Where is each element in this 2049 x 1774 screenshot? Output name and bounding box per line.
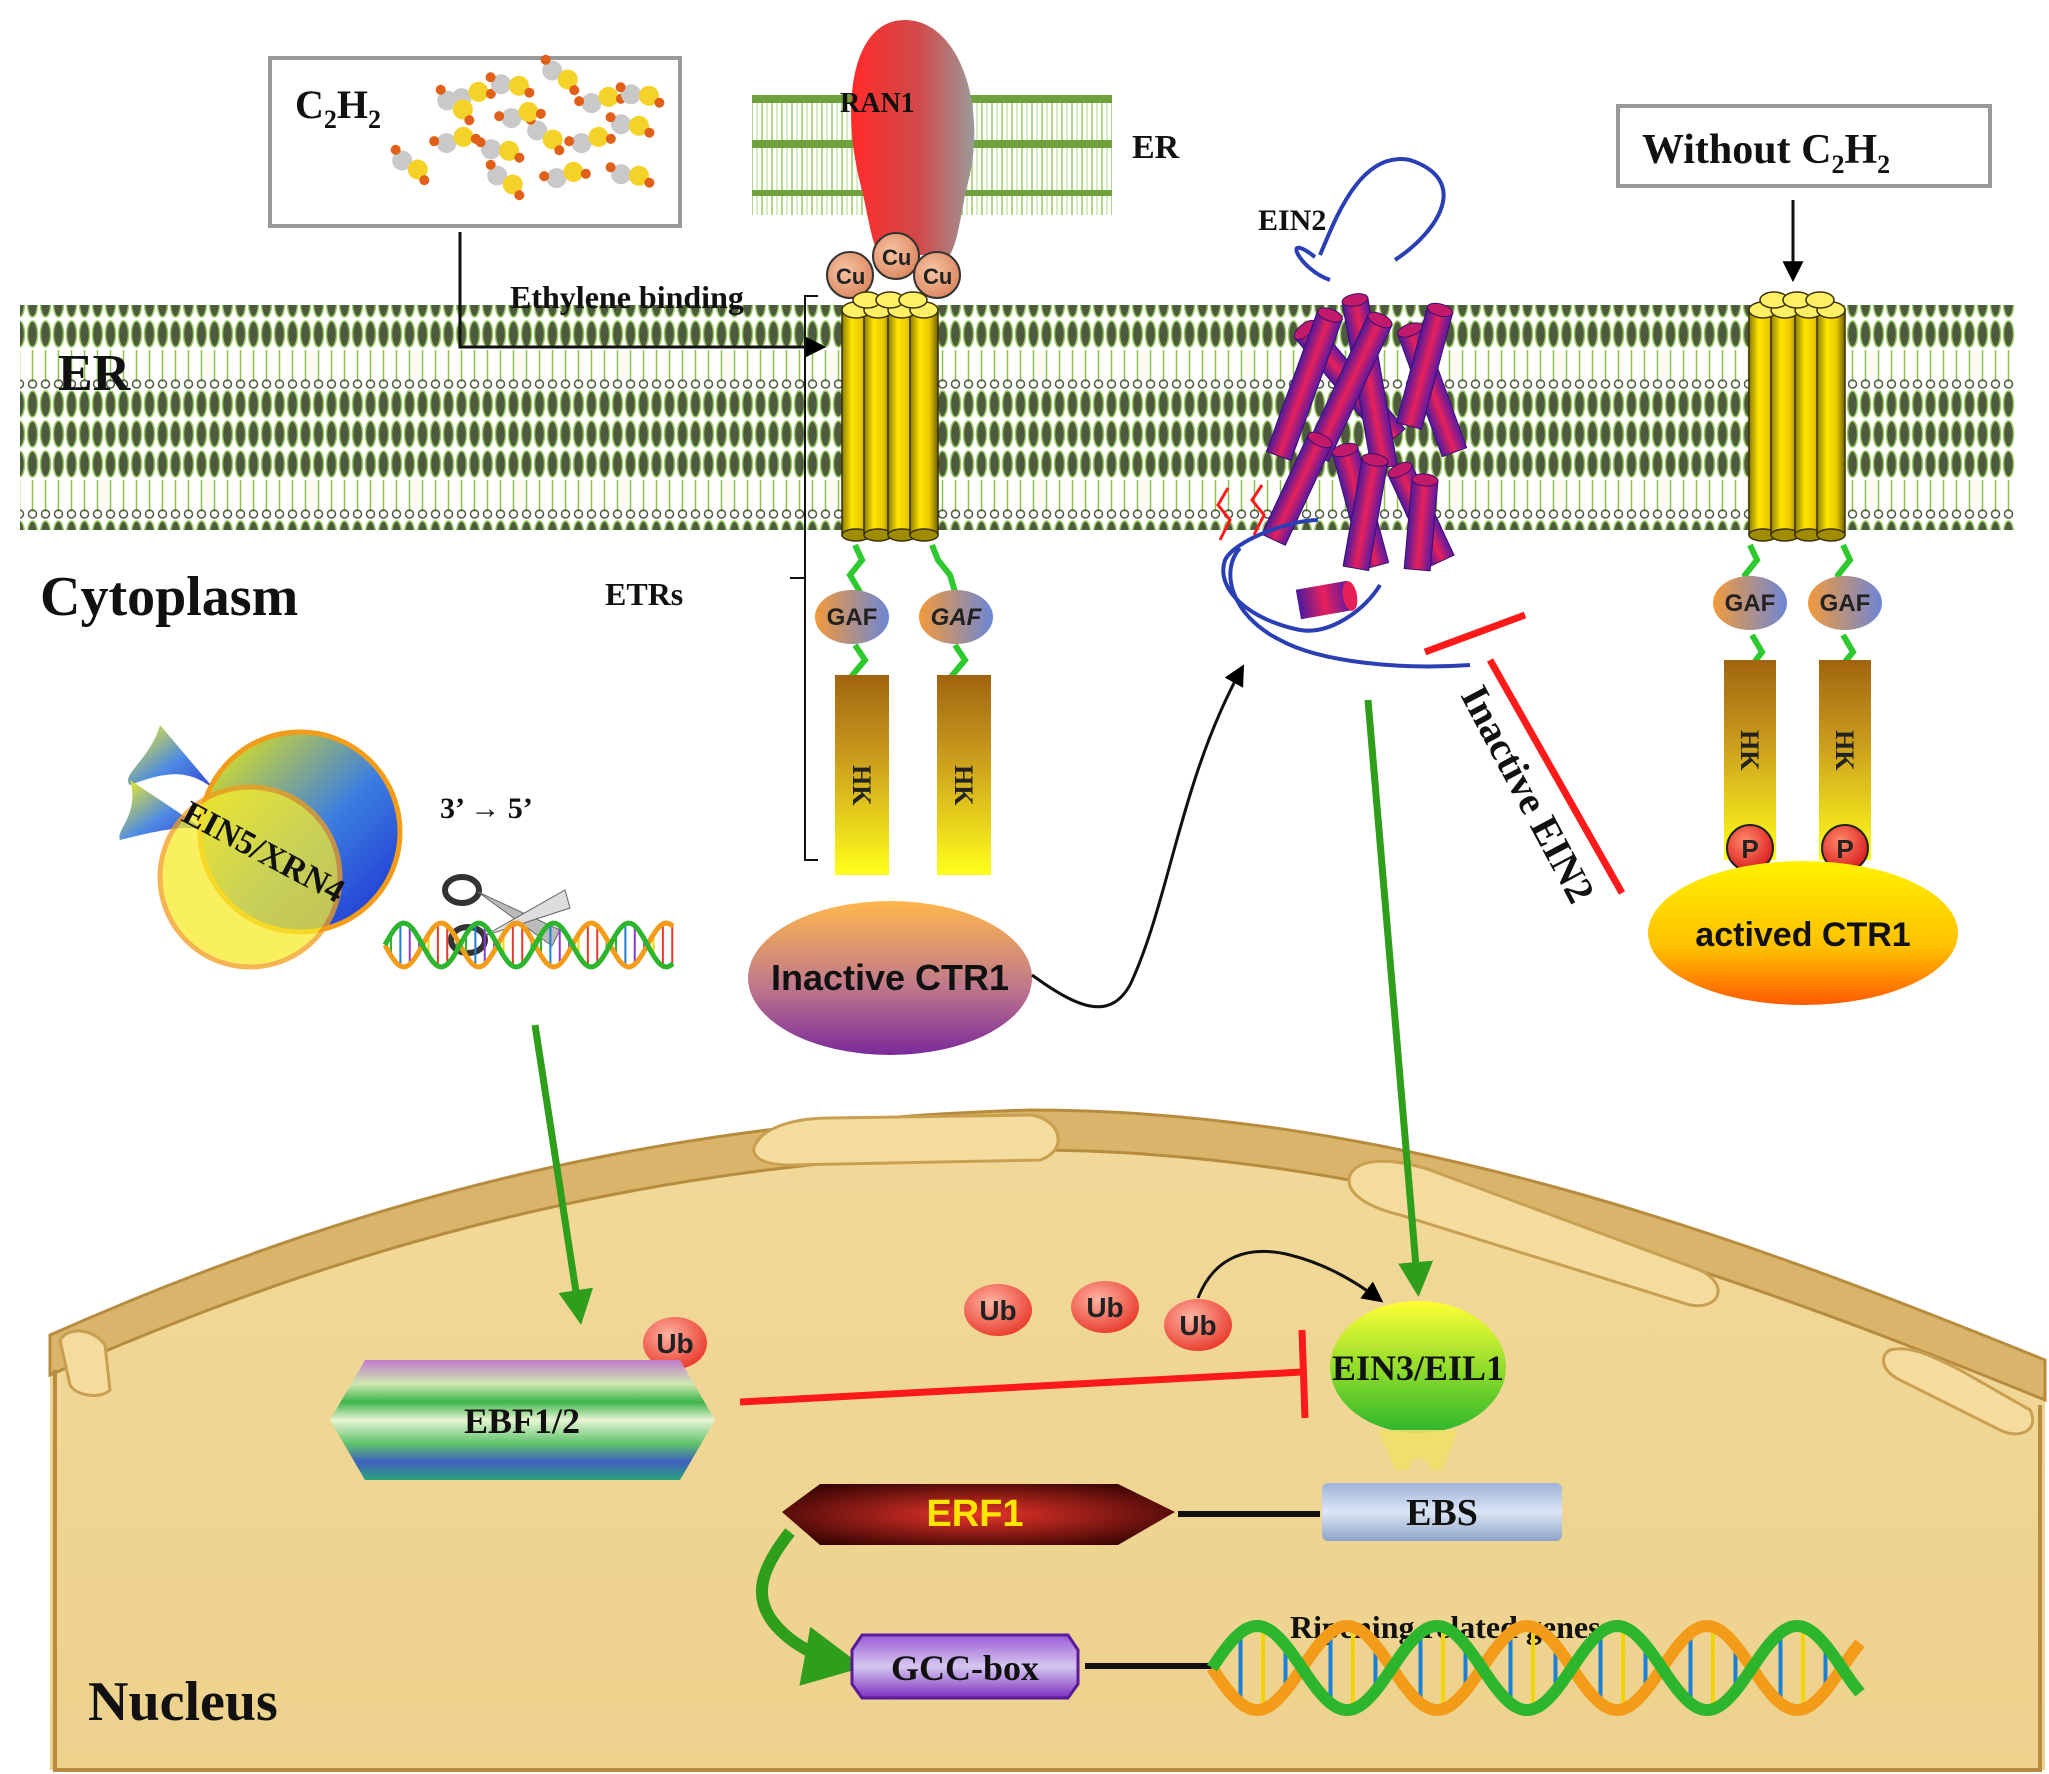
- actived-ctr1-label: actived CTR1: [1695, 916, 1910, 954]
- ubiquitin-label: Ub: [656, 1328, 693, 1359]
- cu-ions: Cu Cu Cu: [826, 232, 961, 299]
- gaf-label: GAF: [827, 604, 878, 631]
- ein2-protein: [1221, 157, 1471, 669]
- er-main-label: ER: [58, 345, 132, 402]
- ubiquitin-label: Ub: [1086, 1292, 1123, 1323]
- ein3-eil1: [1330, 1301, 1506, 1433]
- acetylene-molecule: [574, 86, 626, 114]
- acetylene-molecule: [390, 144, 430, 186]
- er-top-label: ER: [1132, 129, 1180, 166]
- hk-domain: [835, 675, 889, 875]
- c2h2-box: C2H2: [268, 54, 682, 228]
- gaf-label: GAF: [931, 604, 983, 631]
- ran1-protein: [851, 20, 975, 255]
- ein5-xrn4: [119, 725, 403, 970]
- erf1-label: ERF1: [926, 1493, 1023, 1535]
- gaf-domain: [815, 590, 889, 644]
- ebf-label: EBF1/2: [464, 1401, 580, 1441]
- gaf-domain: [919, 590, 993, 644]
- without-c2h2-label: Without C2H2: [1642, 127, 1890, 179]
- erf1: [782, 1484, 1175, 1545]
- ebf-inhibits-ein3: [739, 1329, 1309, 1419]
- inactive-ctr1-label: Inactive CTR1: [771, 957, 1009, 998]
- direction-label: 3’ → 5’: [440, 792, 533, 825]
- hk-label: HK: [1830, 730, 1859, 771]
- cytoplasm-label: Cytoplasm: [40, 566, 298, 628]
- phosphate-groups: P P: [1726, 824, 1869, 872]
- ubiquitin: [643, 1317, 707, 1369]
- ebf1-2: [330, 1360, 715, 1480]
- cu-ion: [872, 232, 920, 280]
- hk-domain: [937, 675, 991, 875]
- ubiquitin: [1164, 1299, 1232, 1351]
- ebs: [1322, 1483, 1562, 1541]
- cu-label: Cu: [836, 264, 865, 289]
- gaf-domains: GAF GAF GAF GAF: [815, 576, 1882, 644]
- acetylene-molecules: [390, 54, 665, 201]
- acetylene-molecule: [435, 84, 475, 126]
- ebs-label: EBS: [1406, 1492, 1478, 1534]
- acetylene-molecule: [539, 161, 591, 189]
- ein3-label: EIN3/EIL1: [1332, 1348, 1504, 1388]
- cu-ion: [913, 251, 961, 299]
- gaf-label: GAF: [1725, 590, 1776, 617]
- acetylene-molecule: [475, 137, 525, 163]
- acetylene-molecule: [564, 126, 616, 154]
- hk-label: HK: [847, 765, 876, 806]
- ein2-cleavage-marks: [1216, 484, 1266, 541]
- erf1-to-gcc-arrow: [755, 1528, 864, 1686]
- ethylene-binding-label: Ethylene binding: [510, 279, 744, 315]
- phosphate-label: P: [1836, 834, 1853, 864]
- etr-receptor-left: [841, 291, 939, 542]
- hk-label: HK: [949, 765, 978, 806]
- acetylene-molecule: [605, 112, 655, 138]
- ran1-label: RAN1: [840, 88, 915, 119]
- etr-receptor-right: [1748, 291, 1846, 542]
- gcc-label: GCC-box: [891, 1648, 1039, 1688]
- c2h2-label: C2H2: [295, 82, 381, 134]
- nucleus-label: Nucleus: [88, 1671, 278, 1733]
- inactive-ein2-inhibitor: [1423, 611, 1626, 895]
- gaf-domain: [1808, 576, 1882, 630]
- gcc-box: [850, 1633, 1080, 1700]
- cu-label: Cu: [882, 245, 911, 270]
- inactive-ctr1: [748, 901, 1032, 1055]
- c2h2-arrow: [458, 232, 827, 358]
- acetylene-molecule: [485, 159, 525, 201]
- acetylene-molecule: [540, 54, 580, 96]
- acetylene-molecule: [605, 162, 655, 188]
- ripening-genes-dna-icon: [1207, 1619, 1865, 1717]
- ein3-binding-feet: [1378, 1430, 1458, 1470]
- ubiquitin-label: Ub: [979, 1295, 1016, 1326]
- ubiquitin-label: Ub: [1179, 1310, 1216, 1341]
- nucleus: [48, 1108, 2047, 1772]
- cu-label: Cu: [923, 264, 952, 289]
- acetylene-molecule: [494, 101, 546, 129]
- ubiquitin: [1071, 1281, 1139, 1333]
- mrna-dna-small-icon: [382, 920, 675, 970]
- ubiquitin-group: Ub Ub Ub Ub: [643, 1281, 1232, 1369]
- er-membrane-main: [20, 305, 2015, 530]
- cu-ion: [826, 251, 874, 299]
- inactive-ein2-label: Inactive EIN2: [1452, 678, 1604, 910]
- hk-domains: HK HK HK HK: [835, 660, 1871, 875]
- ubiquitin: [964, 1284, 1032, 1336]
- ein2-to-ein3-arrow: [1364, 699, 1434, 1297]
- phosphate-label: P: [1741, 834, 1758, 864]
- acetylene-molecule: [485, 72, 535, 98]
- actived-ctr1: [1648, 861, 1958, 1005]
- gaf-label: GAF: [1820, 590, 1871, 617]
- etrs-label: ETRs: [605, 576, 683, 612]
- etrs-bracket: [790, 295, 818, 861]
- ub-to-ein3-arrow: [1196, 1249, 1384, 1303]
- receptor-linkers: [846, 543, 1857, 680]
- ctr1-to-ein2-arrow: [1031, 664, 1245, 1009]
- gaf-domain: [1713, 576, 1787, 630]
- ein5-to-ebf-arrow: [531, 1024, 594, 1325]
- hk-label: HK: [1735, 730, 1764, 771]
- without-c2h2-box: Without C2H2: [1616, 104, 1992, 188]
- acetylene-molecule: [615, 82, 665, 108]
- ein2-top-label: EIN2: [1258, 204, 1326, 237]
